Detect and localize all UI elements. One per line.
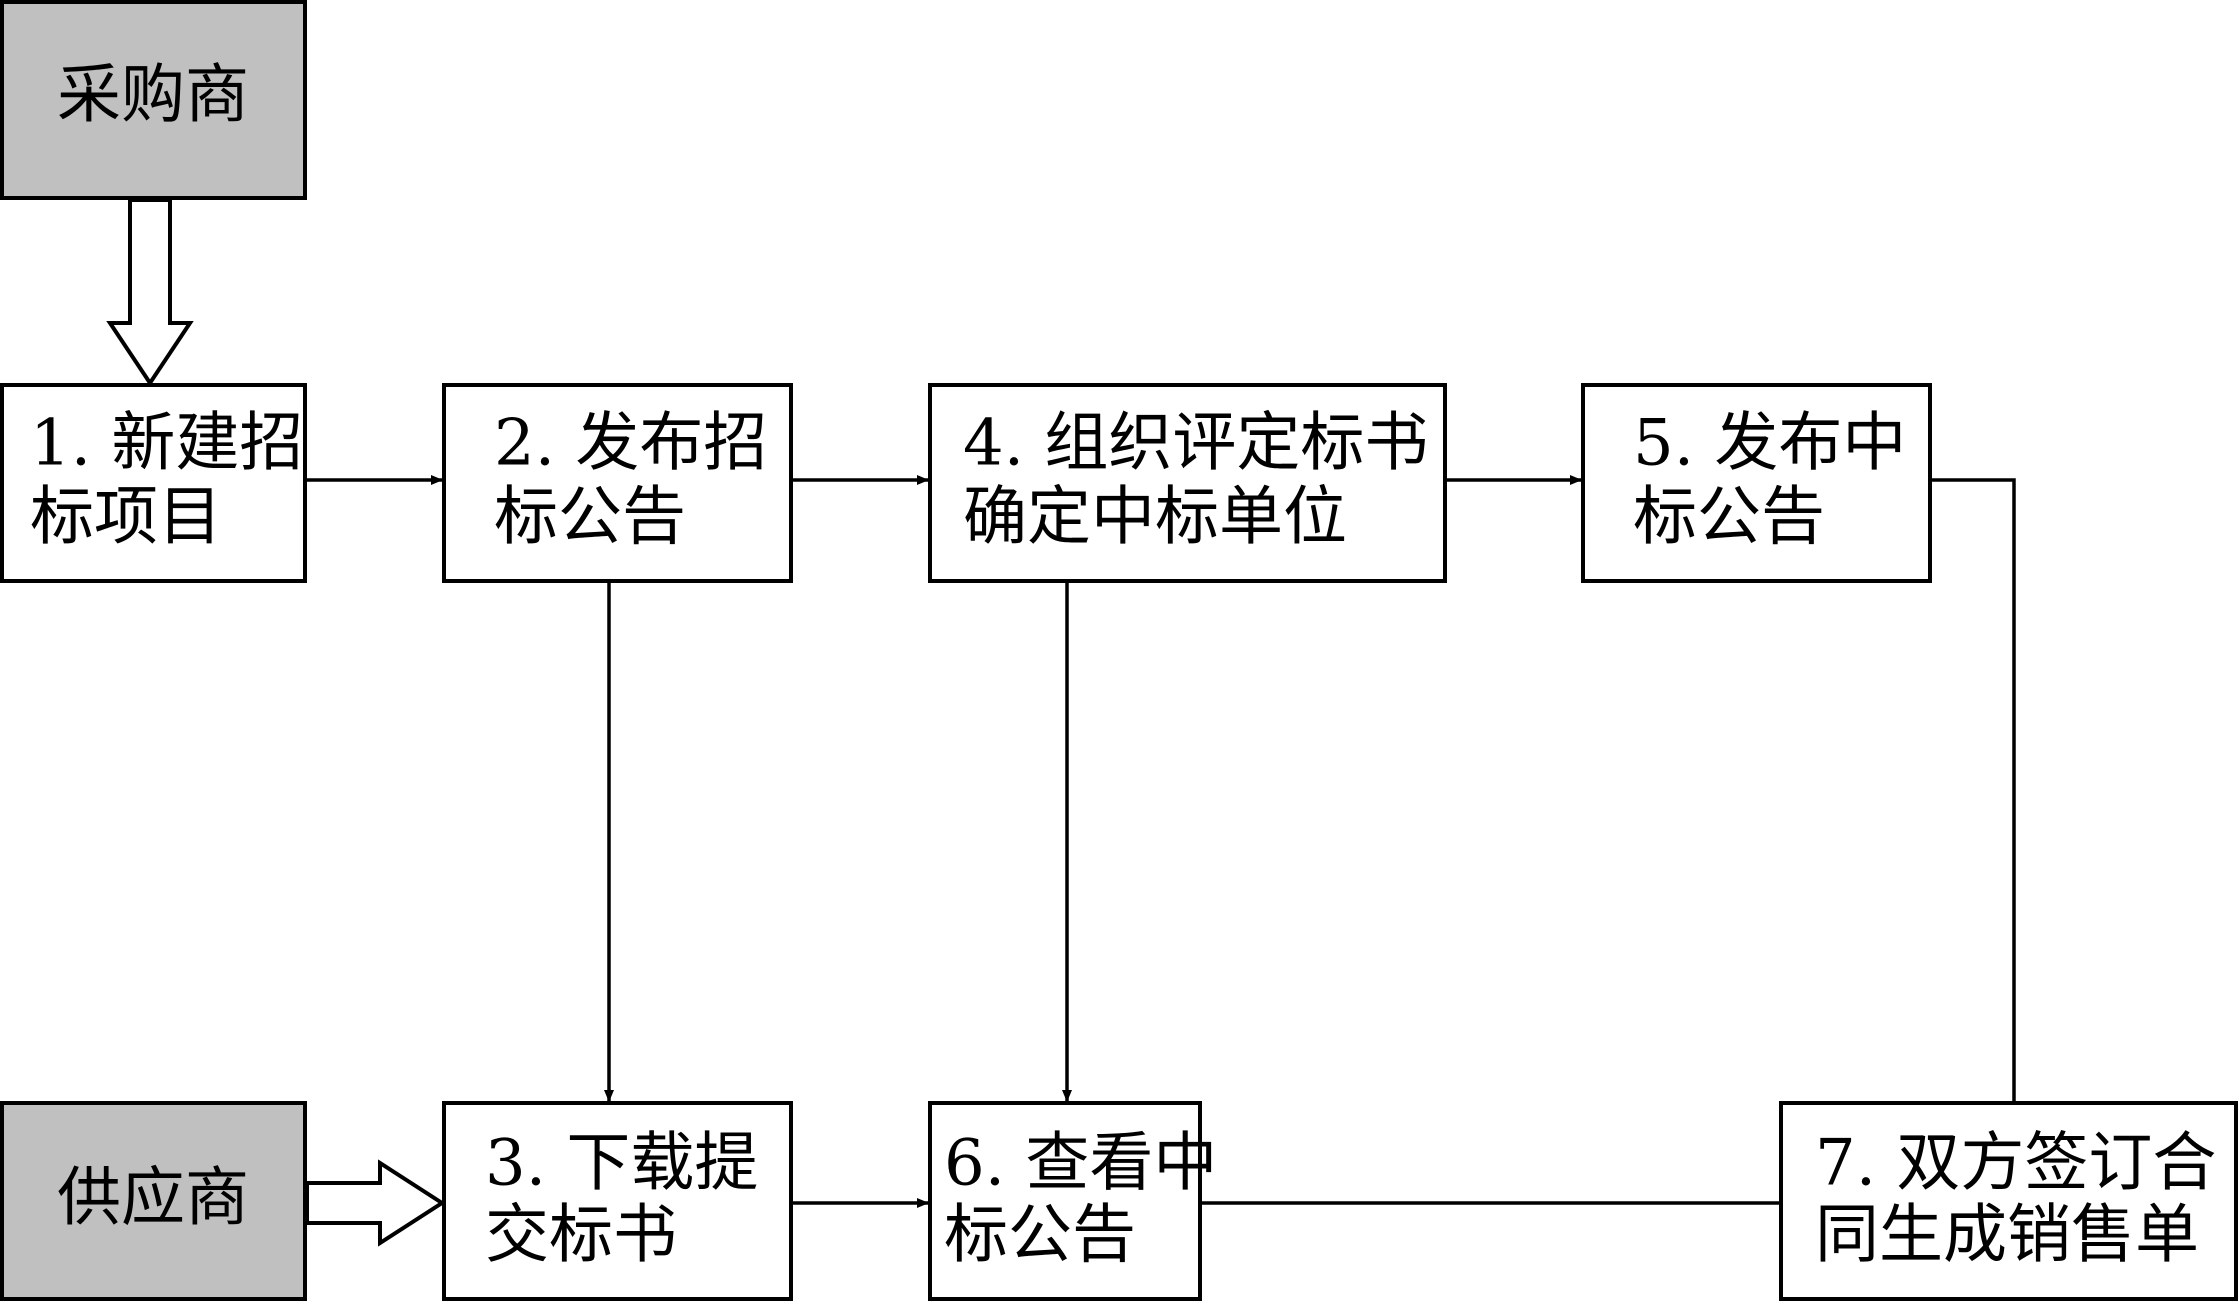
step-5-box: [1581, 383, 1932, 583]
step-2-node: 2. 发布招 标公告: [442, 383, 793, 583]
step-3-node: 3. 下载提 交标书: [442, 1101, 793, 1301]
step-1-label-line1: 1. 新建招: [30, 407, 303, 481]
step-3-label-line2: 交标书: [485, 1199, 677, 1273]
step-1-label-line2: 标项目: [30, 481, 222, 555]
step-7-label-line1: 7. 双方签订合: [1815, 1127, 2216, 1201]
supplier-actor-box: [0, 1101, 307, 1301]
step-5-label-line1: 5. 发布中: [1633, 407, 1906, 481]
supplier-actor-node: 供应商: [0, 1101, 307, 1301]
step-7-node: 7. 双方签订合 同生成销售单: [1779, 1101, 2238, 1301]
step-4-label-line2: 确定中标单位: [963, 481, 1347, 555]
step-2-box: [442, 383, 793, 583]
step-3-label-line1: 3. 下载提: [485, 1127, 758, 1201]
step-5-label-line2: 标公告: [1633, 481, 1825, 555]
step-6-node: 6. 查看中 标公告: [928, 1101, 1217, 1301]
purchaser-actor-node: 采购商: [0, 0, 307, 200]
step-2-label-line2: 标公告: [494, 481, 686, 555]
step-1-box: [0, 383, 307, 583]
step-1-node: 1. 新建招 标项目: [0, 383, 307, 583]
step-4-label-line1: 4. 组织评定标书: [963, 407, 1428, 481]
step-2-label-line1: 2. 发布招: [494, 407, 767, 481]
purchaser-actor-label: 采购商: [57, 59, 249, 133]
step-6-label-line2: 标公告: [944, 1199, 1136, 1273]
step-5-node: 5. 发布中 标公告: [1581, 383, 1932, 583]
hollow-arrow-supplier-to-step-3: [305, 1159, 446, 1247]
step-7-box: [1779, 1101, 2238, 1301]
step-4-node: 4. 组织评定标书 确定中标单位: [928, 383, 1447, 583]
connector-step-5-to-step-7: [1932, 478, 2016, 1101]
step-6-box: [928, 1101, 1202, 1301]
supplier-actor-label: 供应商: [57, 1162, 249, 1236]
hollow-arrow-purchaser-to-step-1: [106, 198, 194, 387]
purchaser-actor-box: [0, 0, 307, 200]
step-6-label-line1: 6. 查看中: [944, 1127, 1217, 1201]
step-7-label-line2: 同生成销售单: [1815, 1199, 2199, 1273]
step-4-box: [928, 383, 1447, 583]
step-3-box: [442, 1101, 793, 1301]
